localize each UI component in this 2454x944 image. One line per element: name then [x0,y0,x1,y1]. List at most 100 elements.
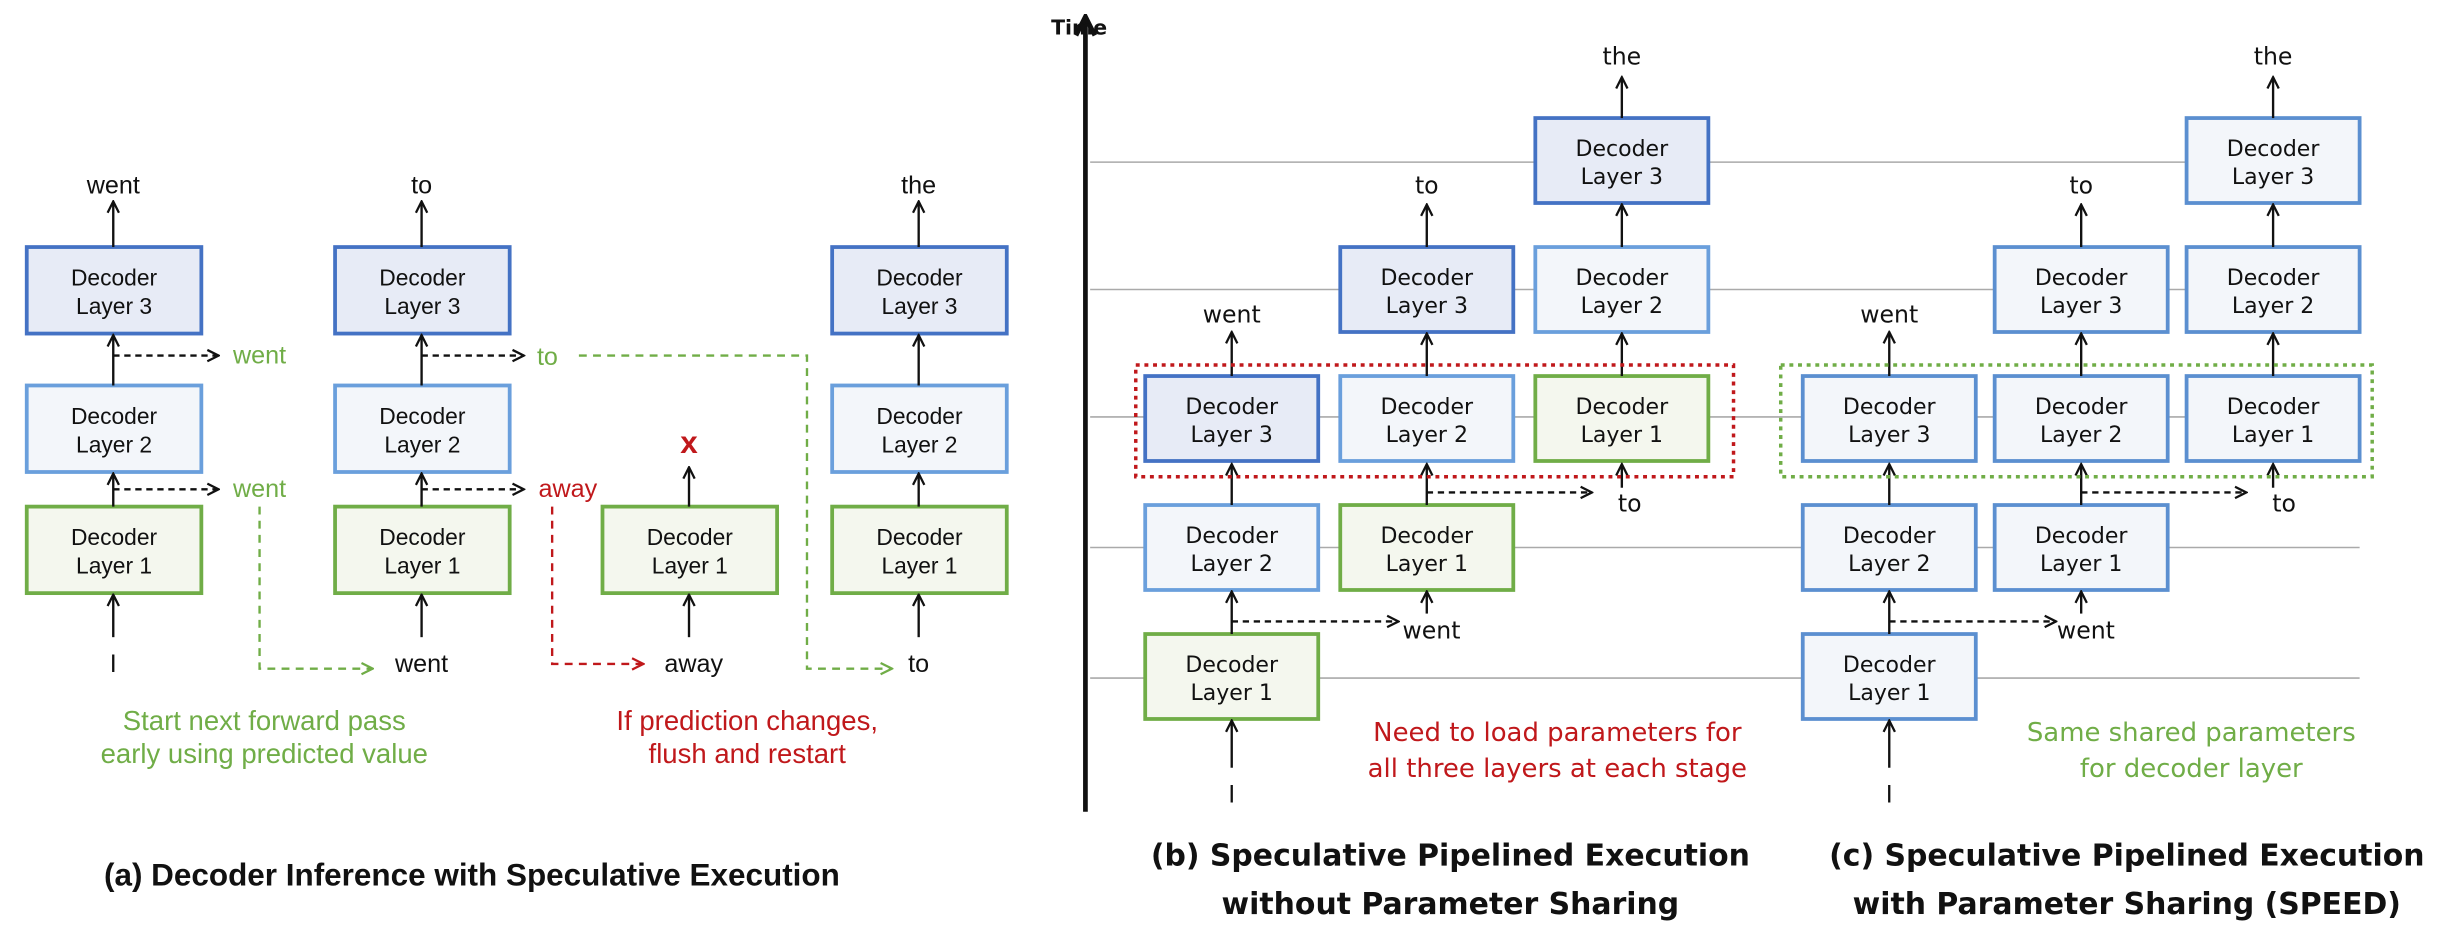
box-label: Decoder [1843,395,1937,420]
speculative-token: to [537,343,558,371]
speculative-token: went [232,341,286,369]
box-label: Decoder [1380,395,1474,420]
box-label: Layer 2 [2232,294,2314,319]
panel-b: went to the I went to Need to load param… [1151,43,1750,922]
box-label: Layer 3 [2040,294,2122,319]
box-label: Decoder [1185,395,1279,420]
flow-arrows [113,77,2273,768]
box-label: Decoder [71,403,158,429]
box-label: Layer 3 [76,293,152,319]
box-label: Decoder [71,524,158,550]
output-token: to [411,172,432,200]
box-label: Layer 2 [1848,552,1930,577]
input-token: went [2057,617,2115,645]
box-label: Layer 1 [384,552,460,578]
box-label: Decoder [876,265,963,291]
note-red: Need to load parameters for [1373,718,1742,748]
speculative-restart-arrow [258,506,373,669]
output-token: to [1415,172,1439,200]
mispredicted-token: away [539,475,598,503]
box-label: Decoder [2035,524,2129,549]
speculative-restart-arrow [550,506,643,664]
panel-a: went to the went went to away x I went a… [86,172,936,893]
box-label: Layer 2 [1581,294,1663,319]
box-label: Layer 2 [1386,423,1468,448]
caption-green: Start next forward pass [123,705,406,736]
box-label: Decoder [1576,137,1670,162]
box-label: Decoder [379,403,466,429]
box-label: Layer 1 [881,552,957,578]
input-token: I [1886,780,1893,808]
box-label: Layer 3 [1386,294,1468,319]
box-label: Decoder [379,265,466,291]
box-label: Layer 1 [76,552,152,578]
box-label: Layer 1 [1191,681,1273,706]
box-label: Layer 1 [2040,552,2122,577]
box-label: Layer 1 [1386,552,1468,577]
input-token: went [394,650,448,678]
caption-green: early using predicted value [101,738,428,769]
box-label: Layer 3 [881,293,957,319]
output-token: the [1602,43,1641,71]
input-token: to [908,650,929,678]
box-label: Decoder [1576,395,1670,420]
speculative-token: went [232,475,286,503]
output-token: the [901,172,936,200]
input-token: I [1228,780,1235,808]
note-green: for decoder layer [2080,754,2303,784]
input-token: to [2272,489,2296,517]
output-token: went [1860,301,1918,329]
box-label: Decoder [2227,137,2321,162]
panel-c-title: (c) Speculative Pipelined Execution [1829,838,2424,873]
box-label: Layer 1 [1581,423,1663,448]
box-label: Decoder [647,524,734,550]
box-label: Decoder [1843,524,1937,549]
box-label: Decoder [1843,653,1937,678]
panel-c: went to the I went to Same shared parame… [1829,43,2424,922]
box-label: Layer 2 [2040,423,2122,448]
input-token: away [664,650,723,678]
box-label: Layer 1 [1848,681,1930,706]
time-axis-label: Time [1051,16,1107,40]
box-label: Decoder [1380,524,1474,549]
panel-a-title: (a) Decoder Inference with Speculative E… [104,858,840,893]
panel-b-title: (b) Speculative Pipelined Execution [1151,838,1750,873]
box-label: Layer 3 [384,293,460,319]
box-label: Decoder [1185,653,1279,678]
box-label: Decoder [2035,266,2129,291]
box-label: Decoder [2227,266,2321,291]
box-label: Layer 2 [881,431,957,457]
box-label: Decoder [876,524,963,550]
box-label: Decoder [876,403,963,429]
box-label: Layer 3 [1191,423,1273,448]
input-token: went [1403,617,1461,645]
box-label: Layer 1 [2232,423,2314,448]
box-label: Layer 2 [76,431,152,457]
panel-c-title: with Parameter Sharing (SPEED) [1853,887,2401,922]
